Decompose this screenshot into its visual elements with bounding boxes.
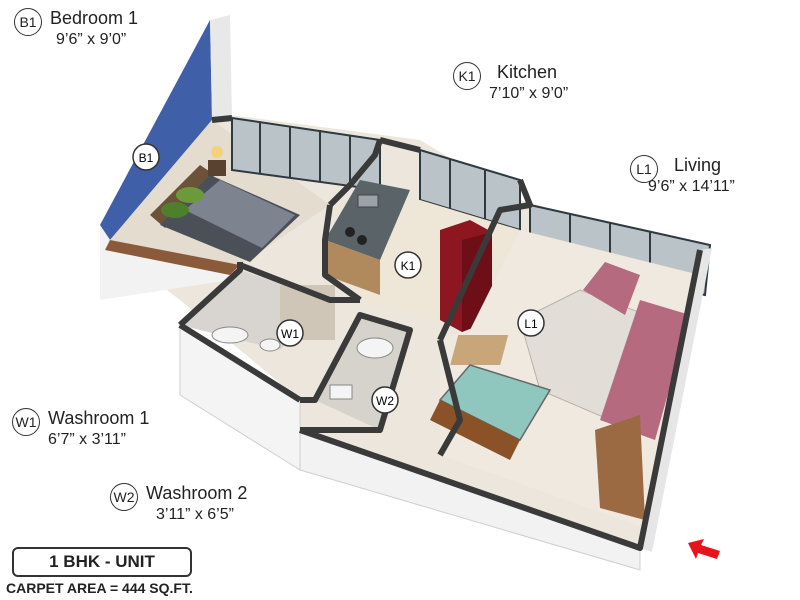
- plan-label-k1: K1: [394, 251, 422, 279]
- room-badge-l1: L1: [630, 155, 658, 183]
- room-badge-w2: W2: [110, 483, 138, 511]
- room-badge-k1: K1: [453, 62, 481, 90]
- plan-label-w1: W1: [276, 319, 304, 347]
- bed-blanket: [185, 180, 295, 248]
- w1-toilet: [259, 338, 281, 352]
- room-name-kitchen: Kitchen: [497, 62, 558, 82]
- room-dims-washroom-2: 3’11” x 6’5”: [156, 506, 234, 523]
- kitchen-counter: [325, 180, 410, 260]
- unit-type-badge: 1 BHK - UNIT: [12, 547, 192, 577]
- dining-table: [438, 364, 552, 441]
- bedroom-side-wall: [210, 15, 232, 120]
- sink: [357, 194, 379, 208]
- w1-basin: [211, 326, 249, 344]
- bedroom-wardrobe: [105, 240, 240, 275]
- room-dims-washroom-1: 6’7” x 3’11”: [48, 431, 126, 448]
- wall-right: [640, 248, 712, 552]
- carpet-area-text: CARPET AREA = 444 SQ.FT.: [6, 580, 193, 596]
- plan-label-b1-text: B1: [139, 151, 154, 165]
- pillow: [161, 202, 189, 218]
- room-name-washroom-2: Washroom 2: [146, 483, 248, 503]
- plan-label-l1: L1: [517, 309, 545, 337]
- living-area: [430, 230, 700, 530]
- w2-toilet: [329, 384, 353, 400]
- plan-label-b1: B1: [132, 143, 160, 171]
- lamp: [211, 146, 223, 158]
- stove-burner: [345, 227, 355, 237]
- room-name-bedroom-1: Bedroom 1: [50, 8, 139, 28]
- kitchen-cabinets: [325, 240, 380, 295]
- plan-label-w1-text: W1: [281, 327, 299, 341]
- legend-washroom-1: W1 Washroom 1 6’7” x 3’11”: [12, 408, 149, 450]
- pillow: [176, 187, 204, 203]
- w2-basin: [356, 337, 394, 359]
- room-badge-w1: W1: [12, 408, 40, 436]
- entrance-door: [595, 415, 645, 520]
- nightstand: [208, 160, 226, 176]
- legend-bedroom-1: B1 Bedroom 1 9’6” x 9’0”: [14, 8, 138, 50]
- bedroom-back-wall: [100, 20, 212, 240]
- armchair: [583, 262, 640, 315]
- legend-washroom-2: W2 Washroom 2 3’11” x 6’5”: [110, 483, 247, 525]
- room-dims-bedroom-1: 9’6” x 9’0”: [56, 31, 127, 48]
- plan-label-w2: W2: [371, 386, 399, 414]
- room-dims-kitchen: 7’10” x 9’0”: [489, 85, 569, 102]
- wall-tops: [177, 115, 703, 551]
- entrance-arrow-icon: [688, 539, 720, 559]
- room-dims-living: 9’6” x 14’11”: [648, 178, 735, 195]
- stove-burner: [357, 235, 367, 245]
- bedroom-area: [100, 15, 330, 300]
- plan-label-k1-text: K1: [401, 259, 416, 273]
- coffee-table: [450, 335, 509, 365]
- exterior-walls: [179, 248, 712, 571]
- sofa: [600, 300, 690, 440]
- room-badge-b1: B1: [14, 8, 42, 36]
- room-name-washroom-1: Washroom 1: [48, 408, 150, 428]
- plan-label-w2-text: W2: [376, 394, 394, 408]
- legend-kitchen: K1 Kitchen 7’10” x 9’0”: [453, 62, 568, 104]
- dining-chairs: [430, 400, 520, 460]
- plan-label-l1-text: L1: [524, 317, 538, 331]
- room-name-living: Living: [674, 155, 722, 175]
- legend-living: L1 Living 9’6” x 14’11”: [630, 155, 735, 197]
